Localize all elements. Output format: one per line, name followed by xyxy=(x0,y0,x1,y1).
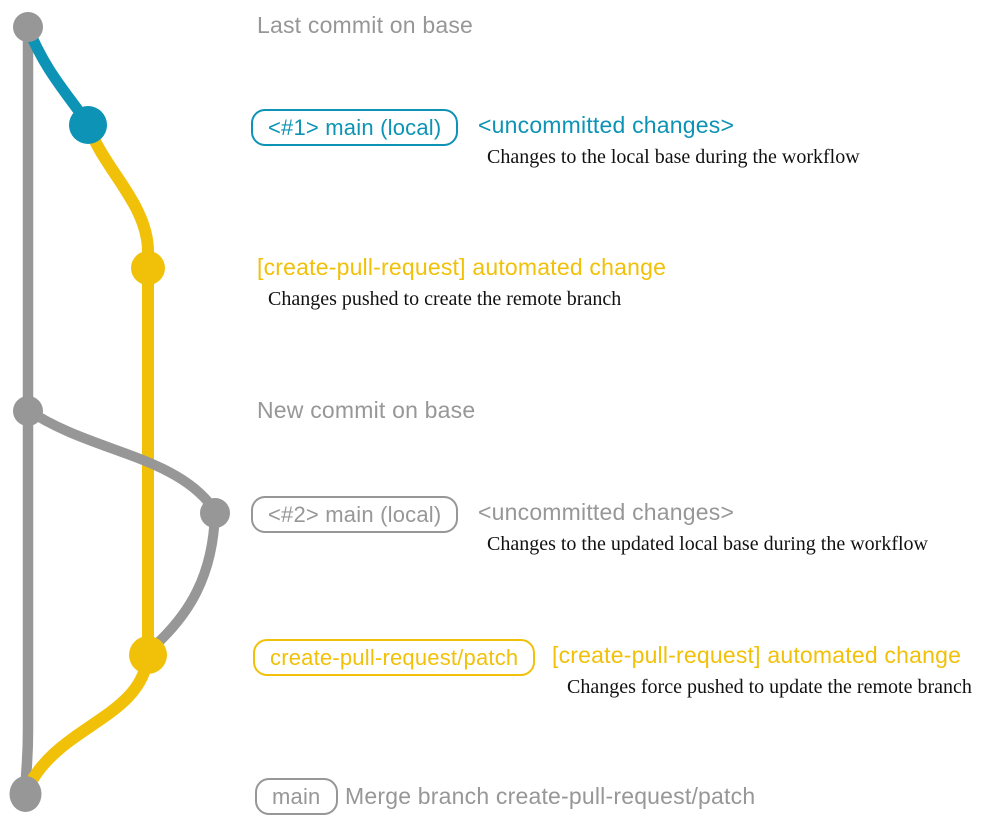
uncommitted-changes-status-2: <uncommitted changes> xyxy=(478,499,735,525)
uncommitted-changes-status-1: <uncommitted changes> xyxy=(478,112,735,138)
branch-ref-local-main-2: <#2> main (local) xyxy=(251,496,459,533)
last-commit-on-base-label: Last commit on base xyxy=(257,12,474,38)
commit-node-new-base-commit xyxy=(13,396,43,426)
commit-message-patch-1: [create-pull-request] automated change xyxy=(257,254,667,280)
commit-node-patch-force-push xyxy=(129,636,167,674)
local-main-2-to-patch-line xyxy=(146,512,220,654)
commit-node-local-main-1 xyxy=(69,106,107,144)
base-to-local-main-2-line xyxy=(25,405,218,512)
note-patch-2: Changes force pushed to update the remot… xyxy=(567,676,972,698)
commit-node-last-base-commit xyxy=(13,12,43,42)
branch-ref-main: main xyxy=(255,778,338,815)
branch-ref-local-main-1: <#1> main (local) xyxy=(251,109,459,146)
commit-node-patch-push xyxy=(131,251,165,285)
new-commit-on-base-label: New commit on base xyxy=(257,397,476,423)
branch-ref-patch: create-pull-request/patch xyxy=(253,639,536,676)
commit-node-local-main-2 xyxy=(200,498,230,528)
commit-node-merge xyxy=(9,776,42,812)
note-patch-1: Changes pushed to create the remote bran… xyxy=(268,288,622,310)
note-local-base-changes-1: Changes to the local base during the wor… xyxy=(487,146,860,168)
commit-message-patch-2: [create-pull-request] automated change xyxy=(552,642,962,668)
note-local-base-changes-2: Changes to the updated local base during… xyxy=(487,533,928,555)
commit-message-merge: Merge branch create-pull-request/patch xyxy=(345,783,756,809)
